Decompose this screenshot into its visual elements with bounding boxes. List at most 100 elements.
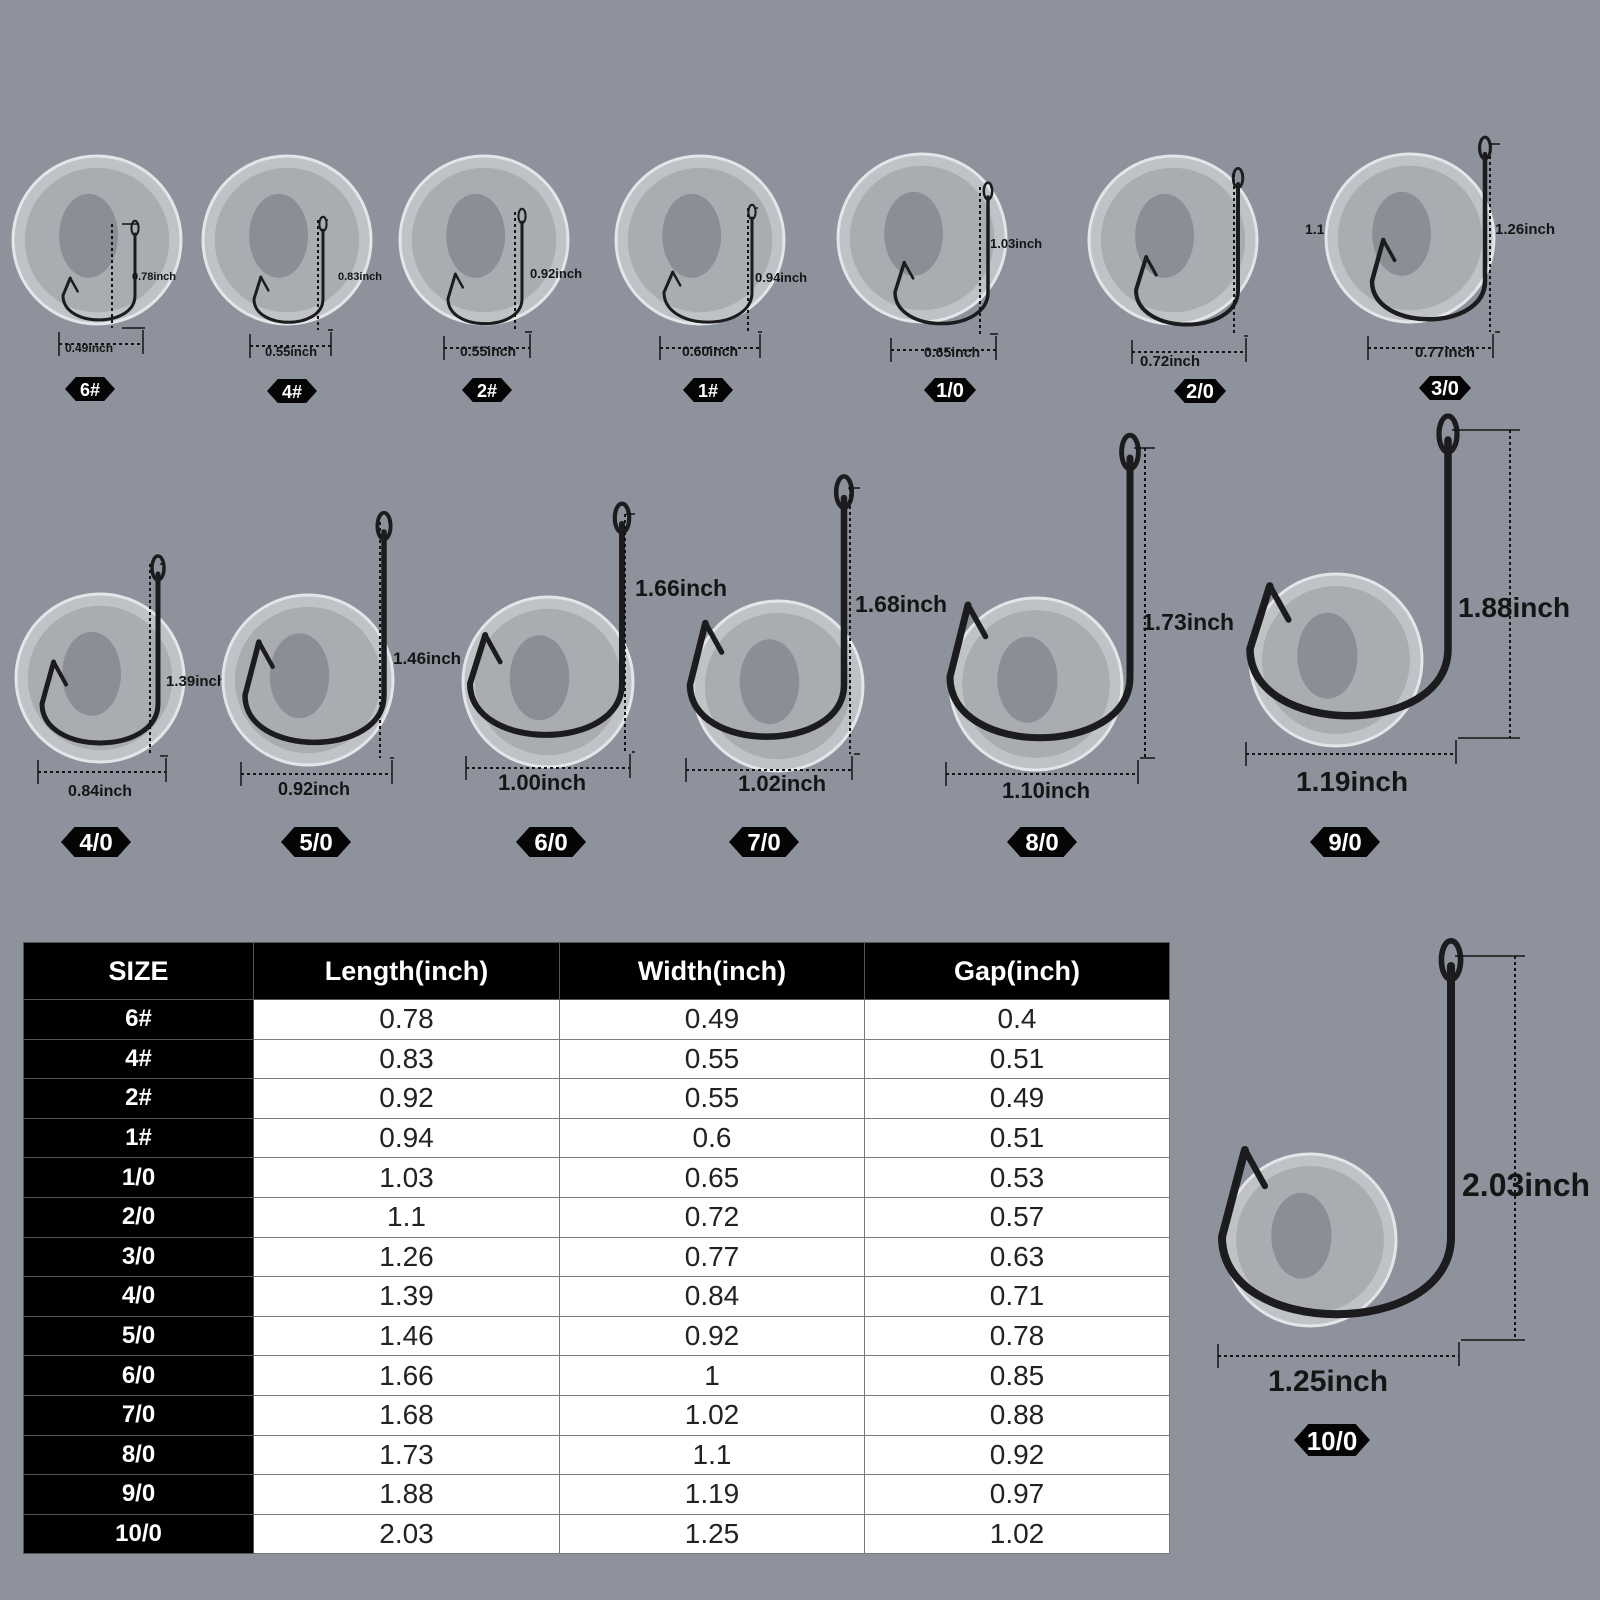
size-cell: 10/0 [23,1513,254,1555]
gap-cell: 0.97 [864,1474,1170,1515]
gap-cell: 0.88 [864,1394,1170,1436]
gap-cell: 0.49 [864,1078,1170,1119]
width-label: 0.77inch [1415,344,1475,361]
width-cell: 1.25 [559,1513,865,1555]
header-size: SIZE [23,942,254,1000]
size-badge: 3/0 [1419,376,1471,400]
fish-hook [39,571,161,746]
gap-cell: 0.85 [864,1355,1170,1396]
width-cell: 1 [559,1355,865,1396]
width-cell: 0.49 [559,999,865,1040]
size-badge-label: 7/0 [747,830,780,857]
hook-barb [702,620,725,655]
length-cell: 1.46 [253,1315,560,1357]
size-badge: 4/0 [61,827,131,857]
fish-hook [61,232,137,322]
width-label: 1.25inch [1268,1365,1388,1398]
gap-cell: 0.63 [864,1236,1170,1278]
fish-hook [252,228,325,324]
size-badge: 2/0 [1174,379,1226,403]
fish-hook [893,195,990,326]
length-cell: 1.88 [253,1474,560,1515]
size-cell: 4# [23,1038,254,1080]
length-label: 1.03inch [990,236,1042,251]
hook-barb [68,276,79,293]
size-cell: 9/0 [23,1474,254,1515]
size-badge-label: 1# [698,381,718,401]
size-cell: 3/0 [23,1236,254,1278]
hook-eye [375,510,393,542]
size-badge-label: 2# [477,381,497,401]
length-cell: 0.94 [253,1117,560,1159]
size-cell: 8/0 [23,1434,254,1476]
width-label: 0.55inch [460,343,516,359]
size-badge-label: 3/0 [1431,378,1459,400]
hook-barb [671,270,682,287]
header-length: Length(inch) [253,942,560,1000]
header-gap: Gap(inch) [864,942,1170,1000]
width-cell: 0.55 [559,1078,865,1119]
length-cell: 0.92 [253,1078,560,1119]
quarter-coin [1222,1152,1398,1328]
hook-size-table: SIZE Length(inch) Width(inch) Gap(inch) … [23,942,1170,1555]
width-label: 0.65inch [924,344,980,360]
table-header-row: SIZE Length(inch) Width(inch) Gap(inch) [23,942,1170,1000]
width-label: 1.10inch [1002,778,1090,803]
size-badge-label: 4# [282,382,302,402]
width-label: 0.60inch [682,343,738,359]
width-label: 0.49inch [65,341,113,355]
hook-barb [1241,1146,1269,1190]
hook-eye [318,215,328,233]
size-badge-label: 5/0 [299,830,332,857]
size-badge: 2# [462,378,512,402]
length-cell: 1.66 [253,1355,560,1396]
header-width: Width(inch) [559,942,865,1000]
size-badge-label: 1/0 [936,380,964,402]
gap-cell: 0.53 [864,1157,1170,1198]
hook-eye [612,501,632,535]
width-cell: 1.02 [559,1394,865,1436]
size-badge: 10/0 [1294,1424,1370,1456]
size-badge-label: 9/0 [1328,830,1361,857]
quarter-coin [11,154,183,326]
gap-cell: 0.57 [864,1196,1170,1238]
length-label: 0.92inch [530,266,582,281]
length-label: 0.94inch [755,270,807,285]
width-cell: 0.55 [559,1038,865,1080]
size-badge: 6/0 [516,827,586,857]
size-cell: 1/0 [23,1157,254,1198]
length-cell: 0.78 [253,999,560,1040]
hook-eye [1438,937,1464,982]
quarter-coin [948,596,1124,772]
size-cell: 2/0 [23,1196,254,1238]
hook-barb [256,639,275,669]
gap-cell: 1.02 [864,1513,1170,1555]
quarter-coin [221,593,395,767]
size-cell: 2# [23,1078,254,1119]
size-badge-label: 8/0 [1025,830,1058,857]
width-cell: 0.77 [559,1236,865,1278]
fish-hook [662,216,754,324]
fish-hook [1218,962,1455,1319]
size-badge-label: 10/0 [1307,1426,1358,1456]
length-label: 1.26inch [1495,221,1555,238]
fish-hook [686,494,848,740]
width-label: 1.00inch [498,770,586,795]
gap-cell: 0.51 [864,1117,1170,1159]
length-cell: 1.68 [253,1394,560,1436]
size-badge: 5/0 [281,827,351,857]
hook-eye [130,219,140,237]
